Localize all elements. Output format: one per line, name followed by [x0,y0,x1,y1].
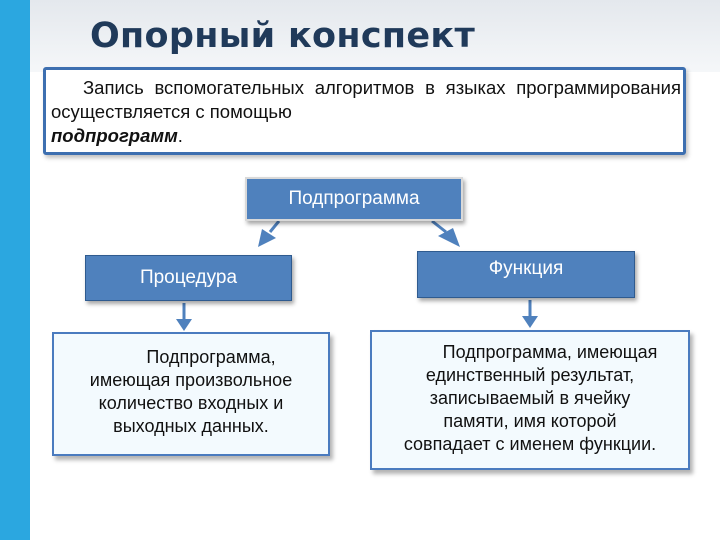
summary-word: в [425,77,435,98]
definition-line: Подпрограмма, [146,347,276,367]
summary-word: алгоритмов [314,77,415,98]
summary-word: языках [445,77,506,98]
arrow-head-root-to-procedure [258,229,276,247]
definition-line: записываемый в ячейку [429,388,631,408]
arrow-line-root-to-function [431,219,447,234]
definition-line: совпадает с именем функции. [403,434,657,454]
procedure-definition-box: Подпрограмма, имеющая произвольное колич… [52,332,330,456]
summary-word: вспомогательных [154,77,304,98]
title-band [30,0,720,72]
summary-word: программирования [516,77,681,98]
page-title: Опорный конспект [90,16,476,56]
arrow-head-root-to-function [438,228,460,247]
arrow-line-root-to-procedure [268,220,281,233]
summary-word: осуществляется [51,101,191,122]
definition-line: выходных данных. [113,416,269,436]
summary-word: помощью [209,101,292,122]
summary-word: с [195,101,205,122]
summary-period: . [177,125,183,146]
definition-line: Подпрограмма, имеющая [442,342,658,362]
node-function: Функция [417,251,635,298]
definition-line: единственный результат, [425,365,635,385]
definition-line: памяти, имя которой [443,411,617,431]
function-definition-box: Подпрограмма, имеющая единственный резул… [370,330,690,470]
arrow-head-function-to-definition [522,316,538,328]
definition-line: количество входных и [98,393,284,413]
summary-emphasis: подпрограмм [51,125,178,146]
summary-text: Запись вспомогательных алгоритмов в язык… [51,76,681,148]
accent-stripe [0,0,30,540]
arrow-head-procedure-to-definition [176,319,192,331]
summary-word: Запись [83,77,144,98]
node-subprogram: Подпрограмма [245,177,463,221]
node-procedure: Процедура [85,255,292,301]
summary-box: Запись вспомогательных алгоритмов в язык… [43,67,686,155]
definition-line: имеющая произвольное [89,370,293,390]
